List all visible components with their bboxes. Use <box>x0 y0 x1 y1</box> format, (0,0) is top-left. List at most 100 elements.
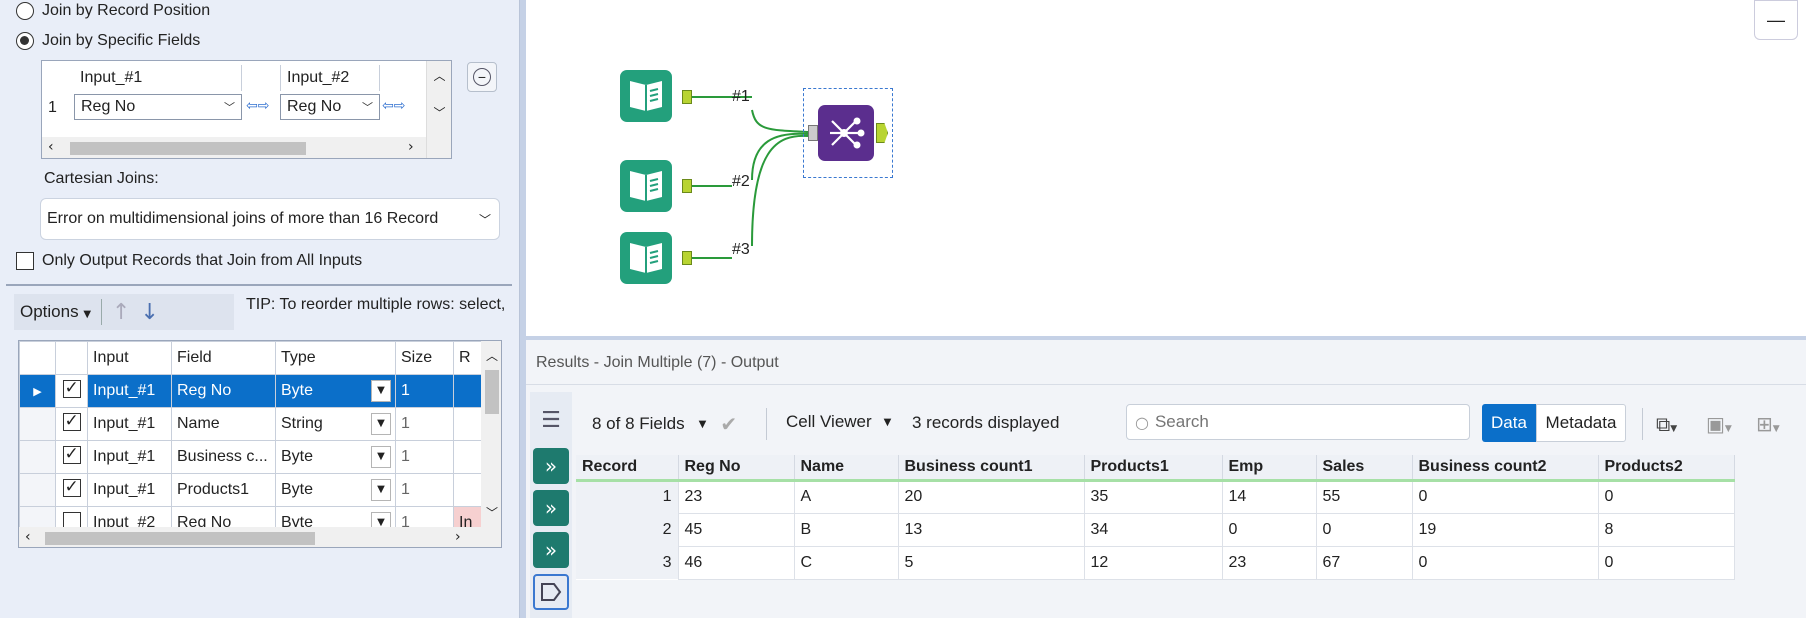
cartesian-dropdown[interactable]: Error on multidimensional joins of more … <box>40 198 500 240</box>
join-by-fields-option[interactable]: Join by Specific Fields <box>16 32 200 50</box>
search-box[interactable]: ○ <box>1126 404 1470 440</box>
only-output-checkbox[interactable] <box>16 252 34 270</box>
results-column-header[interactable]: Record <box>576 455 679 482</box>
row-header[interactable]: ▶ <box>19 374 56 408</box>
results-cell[interactable]: 14 <box>1221 479 1317 514</box>
row-header[interactable] <box>19 473 56 507</box>
input-cell[interactable]: Input_#1 <box>87 407 172 441</box>
size-cell[interactable]: 1 <box>395 440 454 474</box>
output-anchor[interactable] <box>682 90 692 104</box>
output-tag-icon[interactable] <box>533 574 569 610</box>
results-column-header[interactable]: Emp <box>1222 455 1317 482</box>
column-header-input[interactable]: Input <box>87 341 172 375</box>
row-checkbox-cell[interactable] <box>55 374 88 408</box>
join-field2-dropdown[interactable]: Reg No ﹀ <box>280 94 380 120</box>
input-cell[interactable]: Input_#1 <box>87 473 172 507</box>
select-grid-vscrollbar[interactable]: ︿ ﹀ <box>481 341 501 527</box>
type-dropdown-icon[interactable]: ▼ <box>371 413 391 435</box>
type-cell[interactable]: Byte▼ <box>275 440 396 474</box>
minimize-button[interactable]: — <box>1754 0 1798 40</box>
column-header-field[interactable]: Field <box>171 341 276 375</box>
record-number-cell[interactable]: 1 <box>576 480 678 513</box>
scroll-thumb[interactable] <box>45 532 315 545</box>
join-multiple-tool[interactable] <box>818 105 874 161</box>
keep-field-checkbox[interactable] <box>62 444 81 464</box>
results-cell[interactable]: C <box>793 545 899 580</box>
input-data-tool-3[interactable] <box>620 232 672 284</box>
results-cell[interactable]: 13 <box>897 512 1085 547</box>
join-by-position-radio[interactable] <box>16 2 34 20</box>
search-input[interactable] <box>1154 412 1455 432</box>
row-checkbox-cell[interactable] <box>55 473 88 507</box>
results-cell[interactable]: 45 <box>677 512 795 547</box>
join-by-position-option[interactable]: Join by Record Position <box>16 2 210 20</box>
column-header-rename[interactable]: R <box>453 341 482 375</box>
swap-arrows-icon[interactable]: ⇦⇨ <box>246 98 270 114</box>
results-cell[interactable]: 34 <box>1083 512 1223 547</box>
results-cell[interactable]: 0 <box>1315 512 1413 547</box>
size-cell[interactable]: 1 <box>395 374 454 408</box>
input-cell[interactable]: Input_#1 <box>87 440 172 474</box>
results-cell[interactable]: 8 <box>1597 512 1735 547</box>
results-cell[interactable]: 0 <box>1411 479 1599 514</box>
scroll-up-icon[interactable]: ︿ <box>485 349 498 363</box>
output-anchor[interactable] <box>682 251 692 265</box>
type-cell[interactable]: Byte▼ <box>275 374 396 408</box>
save-icon[interactable]: ▣▼ <box>1706 412 1732 436</box>
options-button[interactable]: Options ▼ <box>14 302 91 322</box>
results-column-header[interactable]: Products2 <box>1598 455 1735 482</box>
data-tab[interactable]: Data <box>1482 404 1536 442</box>
results-cell[interactable]: 5 <box>897 545 1085 580</box>
anchor-output-icon[interactable]: » <box>533 448 569 484</box>
results-column-header[interactable]: Business count1 <box>898 455 1085 482</box>
results-cell[interactable]: 0 <box>1411 545 1599 580</box>
move-down-icon[interactable]: ↓ <box>140 299 159 325</box>
row-checkbox-cell[interactable] <box>55 407 88 441</box>
scroll-right-icon[interactable]: › <box>408 139 414 155</box>
output-anchor[interactable] <box>876 123 888 143</box>
type-cell[interactable]: String▼ <box>275 407 396 441</box>
rename-cell[interactable] <box>453 440 482 474</box>
results-cell[interactable]: A <box>793 479 899 514</box>
input-cell[interactable]: Input_#1 <box>87 374 172 408</box>
row-checkbox-cell[interactable] <box>55 440 88 474</box>
vertical-splitter[interactable] <box>520 0 526 618</box>
results-cell[interactable]: 23 <box>677 479 795 514</box>
results-column-header[interactable]: Reg No <box>678 455 795 482</box>
workflow-canvas[interactable]: — #1 #2 #3 <box>526 0 1806 336</box>
results-cell[interactable]: B <box>793 512 899 547</box>
copy-icon[interactable]: ⧉▼ <box>1656 412 1678 436</box>
record-number-cell[interactable]: 2 <box>576 513 678 546</box>
field-cell[interactable]: Products1 <box>171 473 276 507</box>
results-cell[interactable]: 19 <box>1411 512 1599 547</box>
select-grid-hscrollbar[interactable]: ‹ › <box>19 527 501 547</box>
cell-viewer-button[interactable]: Cell Viewer ▼ <box>786 412 891 432</box>
input-data-tool-1[interactable] <box>620 70 672 122</box>
join-by-fields-radio[interactable] <box>16 32 34 50</box>
keep-field-checkbox[interactable] <box>62 378 81 398</box>
fields-selector[interactable]: 8 of 8 Fields ▼ ✔ <box>592 412 737 436</box>
results-cell[interactable]: 46 <box>677 545 795 580</box>
checkmark-icon[interactable]: ✔ <box>720 412 738 436</box>
move-up-icon[interactable]: ↑ <box>112 299 131 325</box>
scroll-right-icon[interactable]: › <box>455 529 461 545</box>
type-dropdown-icon[interactable]: ▼ <box>371 380 391 402</box>
rename-cell[interactable] <box>453 473 482 507</box>
results-column-header[interactable]: Name <box>794 455 899 482</box>
keep-field-checkbox[interactable] <box>62 411 81 431</box>
type-cell[interactable]: Byte▼ <box>275 473 396 507</box>
results-cell[interactable]: 20 <box>897 479 1085 514</box>
input-anchor[interactable] <box>808 125 818 141</box>
rename-cell[interactable] <box>453 407 482 441</box>
scroll-up-icon[interactable]: ︿ <box>433 69 446 83</box>
output-anchor[interactable] <box>682 179 692 193</box>
results-cell[interactable]: 0 <box>1221 512 1317 547</box>
scroll-left-icon[interactable]: ‹ <box>25 529 31 545</box>
rename-cell[interactable] <box>453 374 482 408</box>
results-column-header[interactable]: Business count2 <box>1412 455 1599 482</box>
horizontal-splitter[interactable] <box>526 336 1806 340</box>
